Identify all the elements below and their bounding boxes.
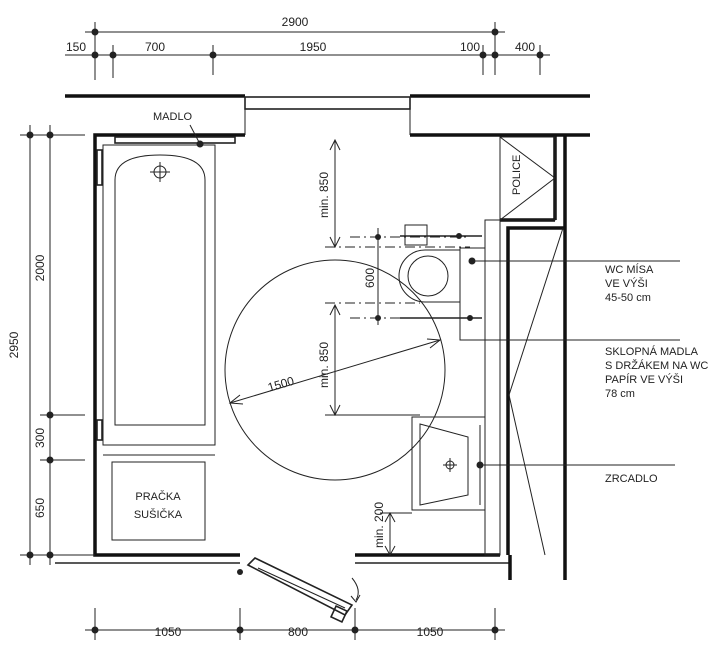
dim-top-total: 2900: [282, 15, 309, 29]
dim-clearance-door: min. 200: [372, 502, 386, 548]
dim-left-total: 2950: [7, 331, 21, 358]
dim-left-650: 650: [33, 498, 47, 518]
left-dimension-lines: [20, 125, 85, 565]
dim-wc-spacing: 600: [363, 268, 377, 288]
dim-bottom-1050-left: 1050: [155, 625, 182, 639]
dim-top-700: 700: [145, 40, 165, 54]
mirror-label: ZRCADLO: [605, 473, 658, 485]
dim-top-150: 150: [66, 40, 86, 54]
madlo-leader: [189, 124, 201, 145]
top-dimension-lines: [65, 22, 550, 80]
police-label: POLICE: [511, 155, 523, 195]
wc-label-1: WC MÍSA: [605, 263, 654, 276]
grab-bars-label-1: SKLOPNÁ MADLA: [605, 345, 699, 358]
bathtub: [96, 136, 236, 456]
walls: [55, 94, 590, 580]
washer-dryer: [111, 461, 206, 541]
wc-label-3: 45-50 cm: [605, 292, 651, 304]
madlo-dot: [196, 140, 204, 148]
grab-bars-label-3: PAPÍR VE VÝŠI: [605, 373, 683, 386]
grab-bars-label-2: S DRŽÁKEM NA WC: [605, 359, 708, 372]
door: [237, 557, 361, 624]
dim-bottom-800: 800: [288, 625, 308, 639]
shelf: [499, 136, 556, 221]
bottom-dimension-lines: [85, 608, 505, 640]
grab-bars-label-4: 78 cm: [605, 388, 635, 400]
wc-toilet: [398, 224, 486, 341]
dim-left-300: 300: [33, 428, 47, 448]
dim-circle: 1500: [266, 374, 296, 395]
dim-bottom-1050-right: 1050: [417, 625, 444, 639]
turning-circle: [224, 259, 446, 481]
dim-top-400: 400: [515, 40, 535, 54]
dim-top-100: 100: [460, 40, 480, 54]
dim-left-2000: 2000: [33, 254, 47, 281]
wc-label-2: VE VÝŠI: [605, 277, 648, 290]
madlo-label: MADLO: [153, 111, 193, 123]
dim-clearance-top: min. 850: [317, 172, 331, 218]
clearance-lines: [325, 138, 470, 557]
dim-clearance-mid: min. 850: [317, 342, 331, 388]
dim-top-1950: 1950: [300, 40, 327, 54]
washbasin: [411, 416, 486, 511]
washer-label: PRAČKA: [135, 490, 181, 503]
dryer-label: SUŠIČKA: [134, 508, 183, 521]
